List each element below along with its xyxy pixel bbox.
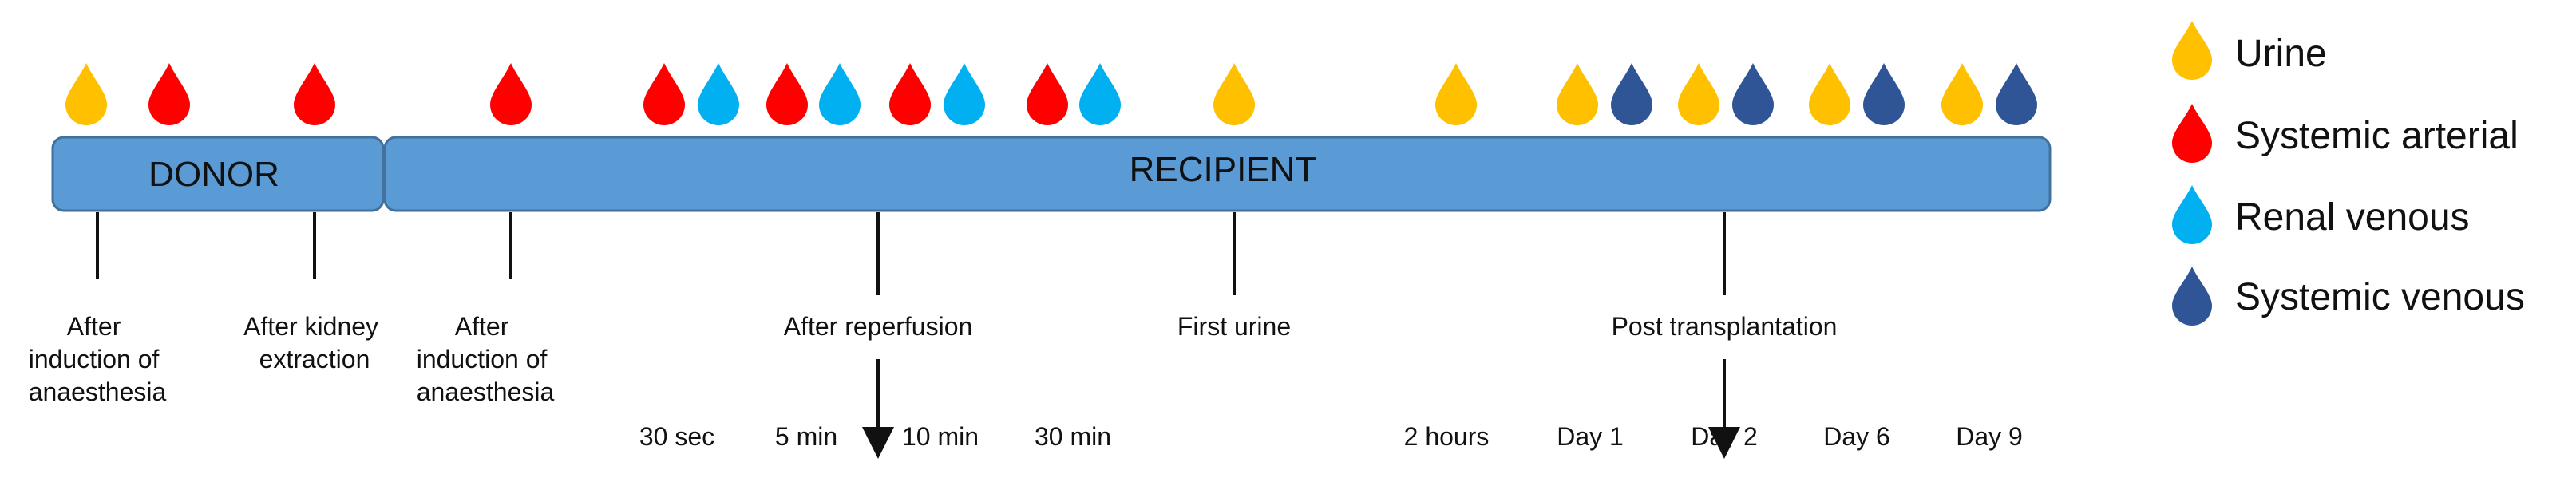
legend-label-urine: Urine [2235,33,2327,75]
timepoint-day-9: Day 9 [1956,422,2023,451]
legend: Urine Systemic arterial Renal venous Sys… [2172,21,2525,326]
timepoint-30-sec: 30 sec [639,422,714,451]
legend-systemic-arterial-drop-icon [2172,104,2212,163]
timepoint-5-min: 5 min [775,422,837,451]
timepoint-30-min: 30 min [1035,422,1111,451]
systemic-venous-drop-icon [1732,63,1774,125]
urine-drop-icon [1678,63,1719,125]
renal-venous-drop-icon [819,63,861,125]
label-donor-induction: After induction of anaesthesia [29,312,167,406]
label-reperfusion: After reperfusion [784,312,973,341]
legend-label-renal-venous: Renal venous [2235,196,2470,239]
legend-label-systemic-arterial: Systemic arterial [2235,115,2519,157]
recipient-bar [383,136,2052,212]
donor-bar [51,136,385,212]
timepoint-day-1: Day 1 [1557,422,1624,451]
donor-label: DONOR [148,155,279,194]
systemic-arterial-drop-icon [766,63,808,125]
label-kidney-extraction: After kidney extraction [243,312,386,373]
urine-drop-icon [1213,63,1255,125]
systemic-arterial-drop-icon [889,63,931,125]
systemic-arterial-drop-icon [294,63,335,125]
label-recipient-induction: After induction of anaesthesia [417,312,555,406]
systemic-arterial-drop-icon [148,63,190,125]
sample-drops [65,63,2037,125]
urine-drop-icon [1809,63,1850,125]
timepoint-day-2: Day 2 [1691,422,1758,451]
legend-label-systemic-venous: Systemic venous [2235,276,2525,318]
systemic-venous-drop-icon [1611,63,1652,125]
label-first-urine: First urine [1177,312,1291,341]
renal-venous-drop-icon [944,63,985,125]
systemic-venous-drop-icon [1996,63,2037,125]
urine-drop-icon [1557,63,1598,125]
timepoint-10-min: 10 min [902,422,979,451]
renal-venous-drop-icon [698,63,739,125]
systemic-venous-drop-icon [1863,63,1905,125]
urine-drop-icon [1941,63,1983,125]
timepoint-day-6: Day 6 [1823,422,1890,451]
legend-renal-venous-drop-icon [2172,185,2212,244]
renal-venous-drop-icon [1079,63,1121,125]
legend-systemic-venous-drop-icon [2172,267,2212,326]
systemic-arterial-drop-icon [1027,63,1068,125]
systemic-arterial-drop-icon [643,63,685,125]
systemic-arterial-drop-icon [490,63,532,125]
urine-drop-icon [1435,63,1477,125]
timepoint-2-hours: 2 hours [1404,422,1490,451]
legend-urine-drop-icon [2172,21,2212,80]
label-post-transplantation: Post transplantation [1612,312,1838,341]
urine-drop-icon [65,63,107,125]
recipient-label: RECIPIENT [1130,150,1317,189]
